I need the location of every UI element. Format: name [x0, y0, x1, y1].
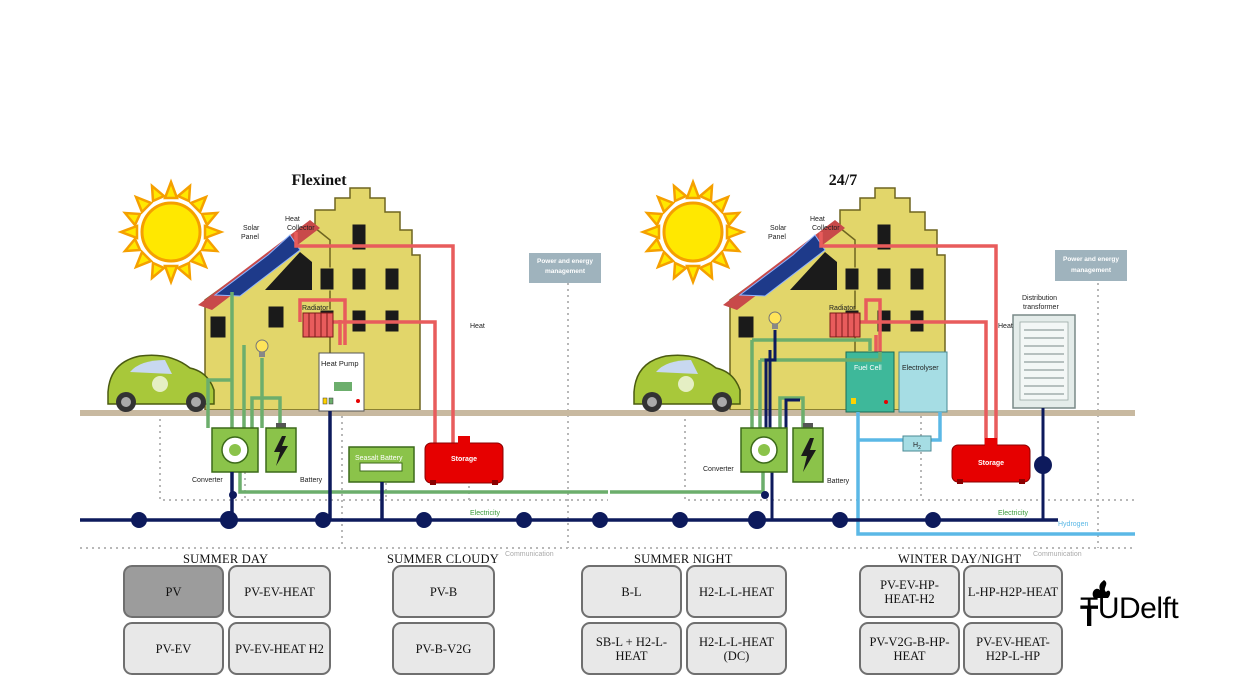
radiator-icon [302, 312, 334, 338]
summer-night-title: SUMMER NIGHT [634, 552, 733, 566]
storage-label: Storage [978, 460, 1004, 467]
flexinet-diagram [80, 178, 610, 549]
solar-panel-label-2: Panel [241, 234, 259, 241]
pem-label-2: management [545, 268, 586, 275]
transformer-label-1: Distribution [1022, 295, 1057, 302]
case-pv-ev-heat-h2[interactable]: PV-EV-HEAT H2 [228, 622, 331, 675]
heat-lines-right [819, 232, 998, 445]
battery-icon [265, 423, 297, 473]
battery-label: Battery [827, 478, 850, 485]
case-sb-l-h2-l-heat[interactable]: SB-L + H2-L- HEAT [581, 622, 682, 675]
ground-strip [80, 410, 610, 416]
fuel-cell-label: Fuel Cell [854, 365, 882, 372]
heat-collector-label-2: Collector [812, 225, 840, 232]
radiator-label: Radiator [302, 305, 329, 312]
local-electricity-lines [206, 292, 608, 494]
247-diagram [608, 178, 1135, 549]
converter-label: Converter [703, 466, 734, 473]
seasalt-battery-label: Seasalt Battery [355, 455, 403, 462]
sun-icon [639, 178, 747, 286]
pem-label-1: Power and energy [537, 258, 593, 265]
radiator-icon [829, 312, 861, 338]
communication-label: Communication [1033, 551, 1082, 558]
electricity-bus-left [80, 411, 608, 522]
ground-strip [610, 410, 1135, 416]
pem-label-1: Power and energy [1063, 256, 1119, 263]
case-h2-l-l-heat-dc[interactable]: H2-L-L-HEAT (DC) [686, 622, 787, 675]
summer-cloudy-title: SUMMER CLOUDY [387, 552, 499, 566]
communication-label: Communication [505, 551, 554, 558]
bus-nodes-right [672, 456, 1052, 529]
svg-text:T: T [1080, 600, 1098, 630]
converter-icon [740, 427, 788, 473]
case-pv-b-v2g[interactable]: PV-B-V2G [392, 622, 495, 675]
radiator-label: Radiator [829, 305, 856, 312]
case-l-hp-h2p-heat[interactable]: L-HP-H2P-HEAT [963, 565, 1063, 618]
lamp-icon [768, 311, 782, 329]
summer-day-title: SUMMER DAY [183, 552, 269, 566]
right-diagram-title: 24/7 [829, 172, 857, 189]
pem-box-right [1055, 250, 1127, 281]
diagram-labels: Flexinet 24/7 Solar Panel Heat Collector… [192, 172, 1119, 558]
case-pv[interactable]: PV [123, 565, 224, 618]
heat-collector-label-2: Collector [287, 225, 315, 232]
heat-collector-label-1: Heat [285, 216, 300, 223]
sun-icon [117, 178, 225, 286]
electric-car-icon [107, 354, 215, 412]
case-pv-b[interactable]: PV-B [392, 565, 495, 618]
heat-collector-label-1: Heat [810, 216, 825, 223]
heat-pump-icon [318, 352, 365, 412]
case-pv-ev-heat-h2p-l-hp[interactable]: PV-EV-HEAT- H2P-L-HP [963, 622, 1063, 675]
lamp-icon [255, 339, 269, 357]
hydrogen-label: Hydrogen [1058, 521, 1088, 528]
case-b-l[interactable]: B-L [581, 565, 682, 618]
heat-lines [294, 232, 455, 445]
tudelft-logo: T TUDelft [1080, 578, 1210, 630]
house-icon [198, 187, 421, 411]
solar-panel-label-1: Solar [243, 225, 260, 232]
bus-nodes-left [131, 491, 608, 529]
left-diagram-title: Flexinet [291, 172, 347, 189]
hydrogen-lines [856, 412, 1135, 536]
h2-tank-icon [902, 435, 932, 452]
electrolyser-label: Electrolyser [902, 365, 939, 372]
battery-label: Battery [300, 477, 323, 484]
winter-title: WINTER DAY/NIGHT [898, 552, 1022, 566]
tudelft-flame-icon: T [1080, 580, 1111, 630]
electrolyser-icon [898, 351, 948, 413]
solar-panel-label-2: Panel [768, 234, 786, 241]
storage-tank-icon [424, 436, 504, 485]
case-pv-ev-heat[interactable]: PV-EV-HEAT [228, 565, 331, 618]
pem-box-left [529, 253, 601, 283]
battery-icon [792, 423, 824, 483]
case-pv-ev-hp-heat-h2[interactable]: PV-EV-HP- HEAT-H2 [859, 565, 960, 618]
h2-label: H2 [913, 442, 921, 451]
fuel-cell-icon [845, 351, 895, 413]
tudelft-wordmark: TUDelft [1080, 592, 1179, 625]
distribution-transformer-icon [1012, 314, 1076, 409]
converter-label: Converter [192, 477, 223, 484]
electricity-label: Electricity [470, 510, 500, 517]
storage-label: Storage [451, 456, 477, 463]
transformer-label-2: transformer [1023, 304, 1059, 311]
electric-car-icon [633, 354, 741, 412]
converter-icon [211, 427, 259, 473]
case-pv-v2g-b-hp-heat[interactable]: PV-V2G-B-HP- HEAT [859, 622, 960, 675]
seasalt-battery-icon [348, 446, 415, 483]
solar-panel-label-1: Solar [770, 225, 787, 232]
case-pv-ev[interactable]: PV-EV [123, 622, 224, 675]
case-h2-l-l-heat[interactable]: H2-L-L-HEAT [686, 565, 787, 618]
heat-label: Heat [998, 323, 1013, 330]
pem-label-2: management [1071, 267, 1112, 274]
storage-tank-icon [951, 438, 1031, 484]
electricity-label: Electricity [998, 510, 1028, 517]
heat-pump-label: Heat Pump [321, 359, 359, 368]
heat-label: Heat [470, 323, 485, 330]
